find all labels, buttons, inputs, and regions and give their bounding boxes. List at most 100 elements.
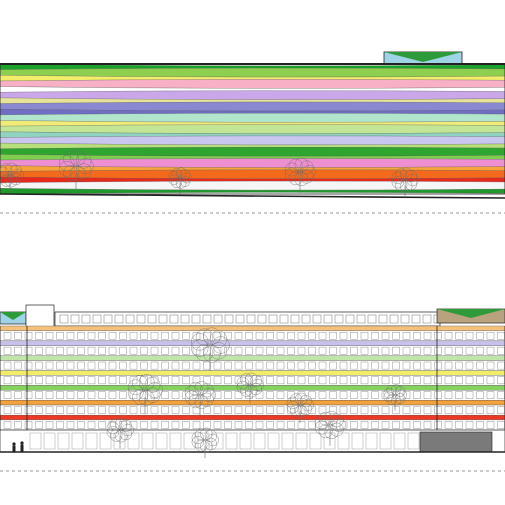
bottom-elevation — [0, 304, 505, 453]
window — [182, 406, 190, 414]
window — [497, 421, 505, 429]
window — [486, 406, 495, 414]
window — [35, 421, 43, 429]
window — [329, 376, 337, 385]
window — [371, 361, 379, 370]
window — [66, 376, 75, 385]
roof-box-right-accent — [437, 309, 505, 318]
window — [140, 376, 148, 385]
window — [423, 391, 432, 399]
window — [234, 391, 243, 399]
window — [308, 346, 316, 355]
window — [318, 346, 327, 355]
window — [276, 346, 285, 355]
stair-tower-left — [25, 304, 55, 328]
tree-sketch — [191, 427, 219, 459]
window — [402, 346, 411, 355]
window — [266, 346, 274, 355]
window — [202, 314, 212, 324]
window — [465, 421, 474, 429]
window — [108, 406, 117, 414]
window — [70, 314, 80, 324]
window — [486, 421, 495, 429]
window — [150, 376, 159, 385]
window — [203, 346, 211, 355]
window — [345, 314, 355, 324]
window — [77, 421, 85, 429]
window — [287, 391, 295, 399]
window — [308, 332, 316, 340]
window — [87, 361, 96, 370]
facade-band — [0, 147, 505, 157]
window — [434, 391, 442, 399]
window — [245, 391, 253, 399]
window — [308, 361, 316, 370]
window — [356, 314, 366, 324]
ground-window — [71, 432, 84, 450]
window — [455, 346, 463, 355]
window — [371, 421, 379, 429]
window — [392, 421, 400, 429]
window — [413, 391, 421, 399]
window — [255, 406, 264, 414]
ground-window — [253, 432, 266, 450]
window — [360, 421, 369, 429]
window — [318, 376, 327, 385]
window — [224, 376, 232, 385]
ground-window — [365, 432, 378, 450]
window — [213, 391, 222, 399]
window — [423, 361, 432, 370]
window — [213, 421, 222, 429]
ground-window — [267, 432, 280, 450]
window — [360, 361, 369, 370]
tree-sketch — [127, 374, 163, 414]
window — [182, 332, 190, 340]
window — [108, 332, 117, 340]
window — [255, 421, 264, 429]
top-elevation — [0, 51, 505, 199]
facade-band — [0, 158, 505, 168]
window — [14, 376, 22, 385]
window — [360, 332, 369, 340]
window — [24, 406, 33, 414]
ground-window — [85, 432, 98, 450]
window — [486, 361, 495, 370]
window — [381, 361, 390, 370]
window — [203, 332, 211, 340]
window — [119, 406, 127, 414]
window — [392, 376, 400, 385]
window — [371, 376, 379, 385]
window — [423, 406, 432, 414]
facade-band — [0, 135, 505, 146]
ground-window — [407, 432, 420, 450]
window — [119, 376, 127, 385]
window — [3, 376, 12, 385]
garage-opening — [419, 431, 493, 453]
window — [171, 421, 180, 429]
window — [66, 346, 75, 355]
window — [465, 346, 474, 355]
window — [413, 406, 421, 414]
window — [24, 361, 33, 370]
window — [297, 361, 306, 370]
ground-window — [239, 432, 252, 450]
window — [434, 332, 442, 340]
window — [140, 406, 148, 414]
window — [77, 361, 85, 370]
window — [24, 391, 33, 399]
window — [87, 332, 96, 340]
window — [255, 346, 264, 355]
window — [235, 314, 245, 324]
window — [465, 391, 474, 399]
person-figure — [20, 441, 24, 452]
floor-band — [0, 340, 505, 346]
window — [360, 406, 369, 414]
window — [224, 421, 232, 429]
window — [257, 314, 267, 324]
window — [56, 406, 64, 414]
tree-sketch — [106, 417, 134, 449]
window — [444, 406, 453, 414]
window — [92, 314, 102, 324]
window — [245, 406, 253, 414]
